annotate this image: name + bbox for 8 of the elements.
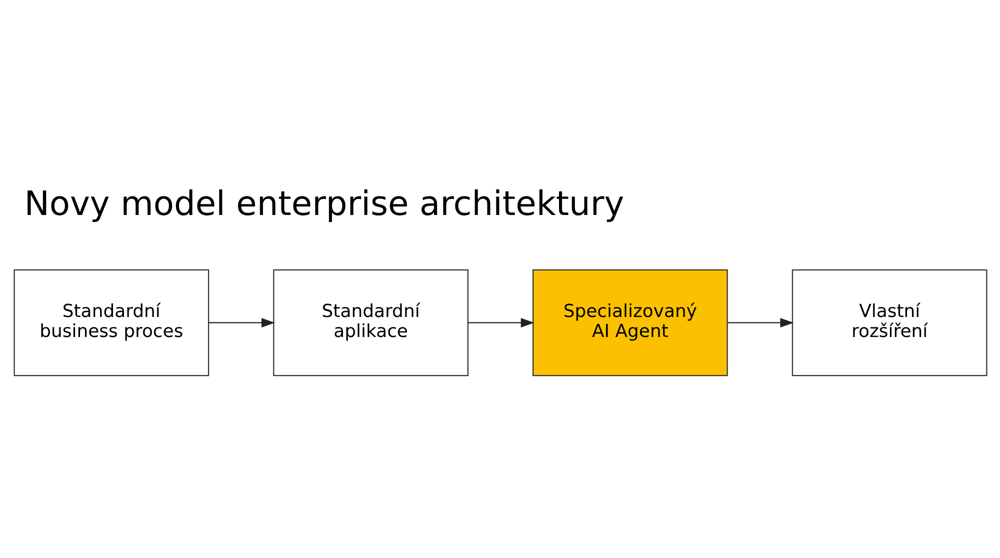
node-box: Specializovaný AI Agent bbox=[532, 268, 728, 376]
arrow bbox=[468, 318, 534, 327]
arrow bbox=[726, 318, 794, 327]
node-box: Vlastní rozšíření bbox=[791, 268, 987, 376]
diagram-title: Novy model enterprise architektury bbox=[24, 183, 624, 222]
node-box: Standardní aplikace bbox=[272, 268, 468, 376]
arrow bbox=[208, 318, 274, 327]
node-box: Standardní business proces bbox=[13, 268, 209, 376]
